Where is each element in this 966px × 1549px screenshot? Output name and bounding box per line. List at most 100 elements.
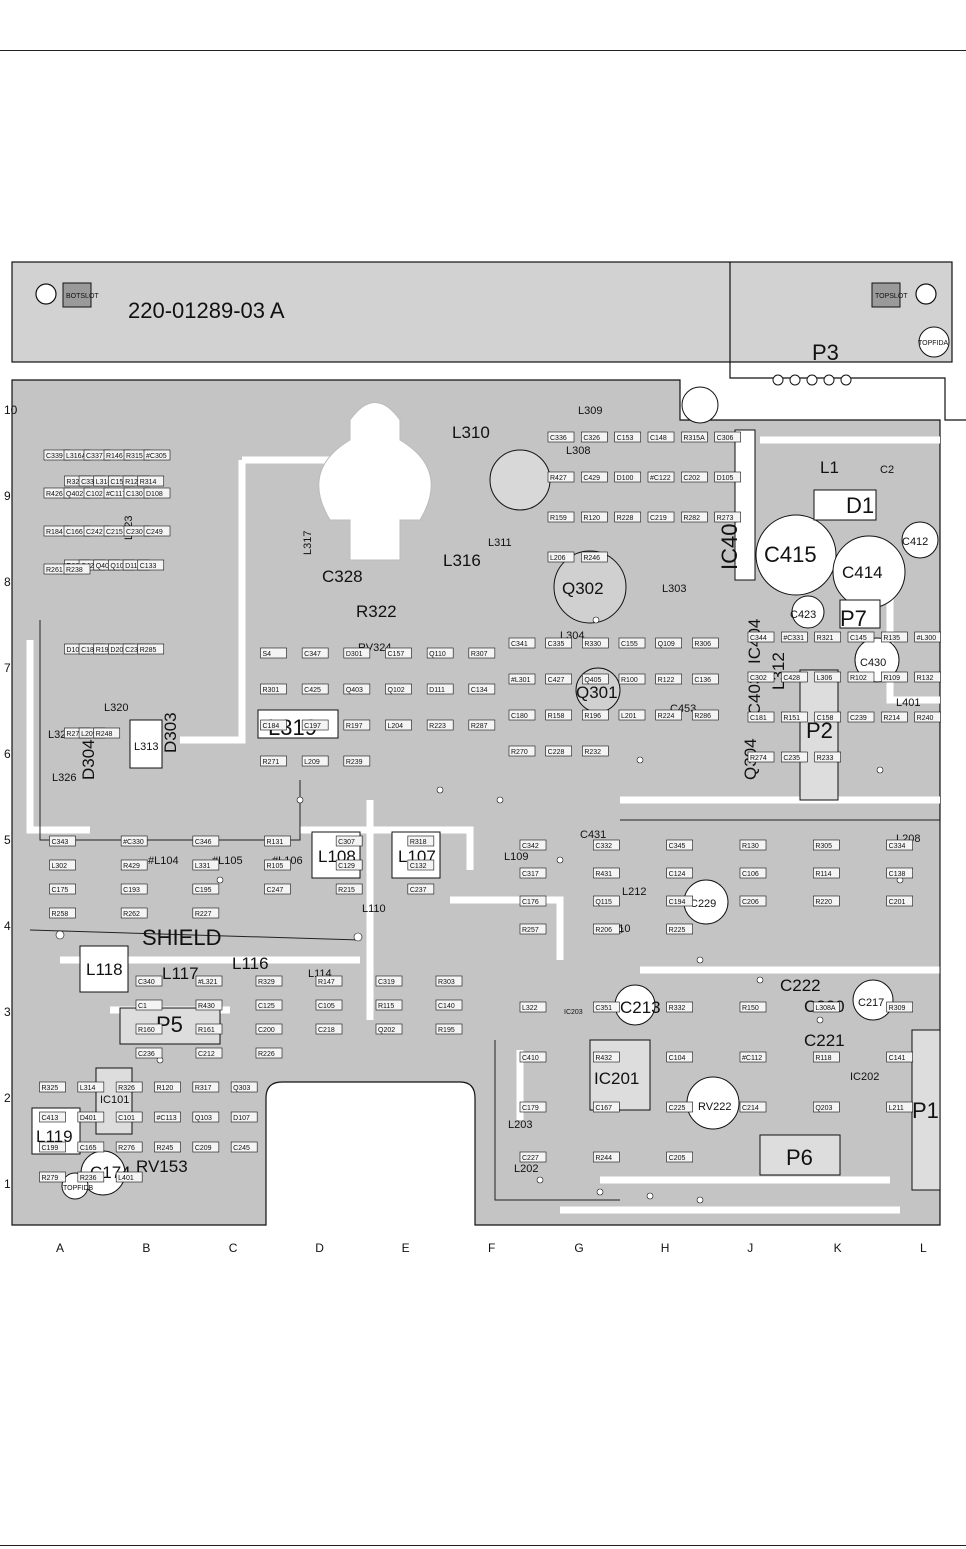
component-pad [582, 745, 609, 757]
component-pad [914, 711, 941, 723]
component-pad [781, 751, 808, 763]
component-label: R161 [198, 1027, 215, 1034]
component-pad [593, 1151, 620, 1163]
component-label: D111 [429, 687, 445, 694]
component-label: C138 [889, 871, 906, 878]
component-pad [519, 867, 547, 879]
board-body [11, 366, 941, 1226]
component-pad [519, 1001, 547, 1013]
component-pad [508, 673, 536, 685]
component-label: C158 [817, 715, 834, 722]
component-label: C332 [595, 843, 612, 850]
component-pad [847, 671, 875, 683]
component-label: C429 [583, 475, 600, 482]
component-label: C346 [195, 839, 212, 846]
component-label: C227 [522, 1155, 539, 1162]
component-pad [581, 551, 608, 563]
component-label: C105 [318, 1003, 335, 1010]
component-pad [407, 835, 435, 847]
component-pad [508, 709, 536, 721]
component-label: R307 [471, 651, 488, 658]
component-pad [681, 471, 708, 483]
component-pad [143, 525, 171, 537]
component-label: C336 [550, 435, 567, 442]
component-pad [115, 1141, 143, 1153]
component-pad [655, 637, 682, 649]
component-pad [739, 839, 767, 851]
component-label: R426 [46, 491, 63, 498]
component-label: R274 [750, 755, 767, 762]
component-label: R332 [669, 1005, 686, 1012]
component-label: Q402 [66, 491, 83, 498]
component-pad [881, 711, 908, 723]
component-label: #C112 [742, 1055, 762, 1062]
component-label: Q404 [96, 563, 113, 570]
component-label: C340 [138, 979, 155, 986]
mount-hole-icon [915, 283, 937, 305]
component-label: L206 [550, 555, 566, 562]
component-pad [508, 745, 536, 757]
component-label: R315 [126, 453, 143, 460]
component-pad [593, 1101, 620, 1113]
component-label: C194 [669, 899, 686, 906]
component-pad [519, 923, 547, 935]
component-label: R272 [66, 731, 83, 738]
component-pad [115, 1111, 143, 1123]
component-pad [593, 839, 620, 851]
component-pad [39, 1171, 66, 1183]
component-pad [260, 719, 287, 731]
component-pad [747, 671, 775, 683]
component-pad [747, 631, 775, 643]
column-label: H [661, 1241, 670, 1255]
component-pad [739, 1101, 767, 1113]
component-label: R430 [198, 1003, 215, 1010]
component-label: R329 [258, 979, 275, 986]
component-pad [192, 1111, 220, 1123]
component-pad [647, 431, 675, 443]
component-label: R321 [817, 635, 834, 642]
component-pad [886, 1001, 913, 1013]
component-pad [582, 709, 609, 721]
component-label-c414: C414 [842, 563, 883, 582]
component-label: C425 [304, 687, 321, 694]
component-label: C219 [650, 515, 667, 522]
component-pad [39, 1081, 66, 1093]
row-label: 8 [4, 575, 11, 589]
component-label: R279 [42, 1175, 59, 1182]
component-label: C145 [850, 635, 867, 642]
component-pad [666, 1001, 693, 1013]
component-pad [618, 673, 646, 685]
component-label: R158 [548, 713, 565, 720]
component-label: D108 [146, 491, 163, 498]
bottom-rule [0, 1545, 966, 1546]
component-pad [435, 975, 463, 987]
component-pad [315, 975, 343, 987]
component-label-q301: Q301 [576, 683, 618, 702]
component-pad [375, 975, 403, 987]
component-label: #L321 [198, 979, 218, 986]
component-label-l320: L320 [104, 702, 128, 714]
board-part-number: 220-01289-03 A [128, 298, 285, 323]
component-label: C184 [263, 723, 280, 730]
component-label: R226 [258, 1051, 275, 1058]
component-label: R120 [157, 1085, 174, 1092]
component-pad [508, 637, 536, 649]
component-pad [545, 745, 572, 757]
component-label: C347 [304, 651, 321, 658]
component-label: C199 [42, 1145, 59, 1152]
component-label: R315A [683, 435, 705, 442]
column-label: E [402, 1241, 410, 1255]
shield-label: SHIELD [142, 925, 221, 950]
row-label: 7 [4, 661, 11, 675]
component-pad [426, 647, 454, 659]
component-label: Q303 [233, 1085, 250, 1092]
component-label: C302 [750, 675, 767, 682]
component-label: C167 [595, 1105, 612, 1112]
component-label: C235 [783, 755, 800, 762]
component-label: C155 [621, 641, 638, 648]
component-label: C182 [81, 647, 98, 654]
component-label: C205 [669, 1155, 686, 1162]
mount-hole-icon [35, 283, 57, 305]
component-pad [375, 1023, 403, 1035]
component-pad [375, 999, 403, 1011]
